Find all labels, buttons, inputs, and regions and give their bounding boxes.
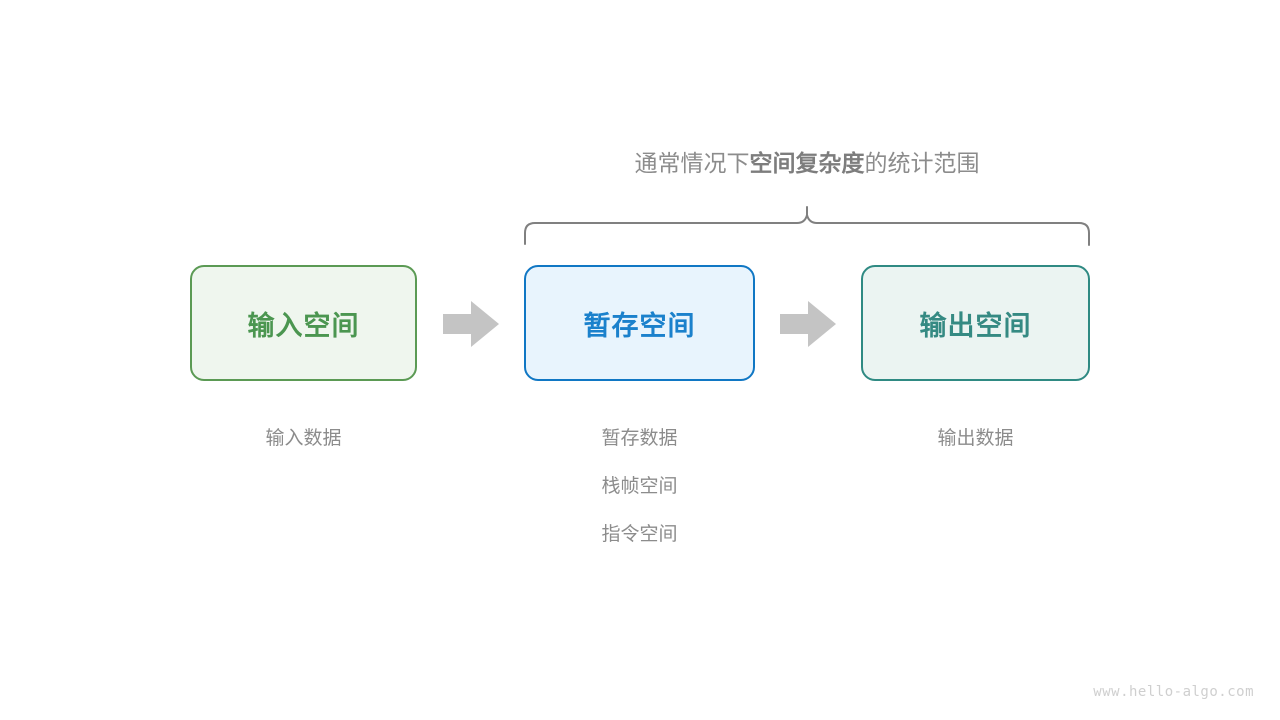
stage-box-output[interactable]: 输出空间 [861,265,1090,381]
caption-item: 栈帧空间 [601,476,678,497]
stage-box-buffer[interactable]: 暂存空间 [524,265,755,381]
caption-item: 输入数据 [265,428,342,449]
caption-column-output: 输出数据 [861,415,1090,463]
stage-box-output-label: 输出空间 [919,310,1032,341]
scope-brace [514,196,1100,256]
stage-box-buffer-label: 暂存空间 [583,310,696,341]
arrow-buffer-to-output-icon [780,299,836,349]
stage-box-input-label: 输入空间 [247,310,360,341]
caption-item: 指令空间 [601,524,678,545]
scope-note-emphasis: 空间复杂度 [749,150,865,176]
scope-note-suffix: 的统计范围 [864,150,980,176]
scope-note: 通常情况下空间复杂度的统计范围 [524,146,1090,180]
watermark: www.hello-algo.com [1093,684,1254,700]
stage-box-input[interactable]: 输入空间 [190,265,417,381]
arrow-input-to-buffer-icon [443,299,499,349]
caption-item: 暂存数据 [601,428,678,449]
caption-item: 输出数据 [937,428,1014,449]
caption-column-input: 输入数据 [190,415,417,463]
scope-note-prefix: 通常情况下 [634,150,750,176]
caption-column-buffer: 暂存数据 栈帧空间 指令空间 [524,415,755,559]
